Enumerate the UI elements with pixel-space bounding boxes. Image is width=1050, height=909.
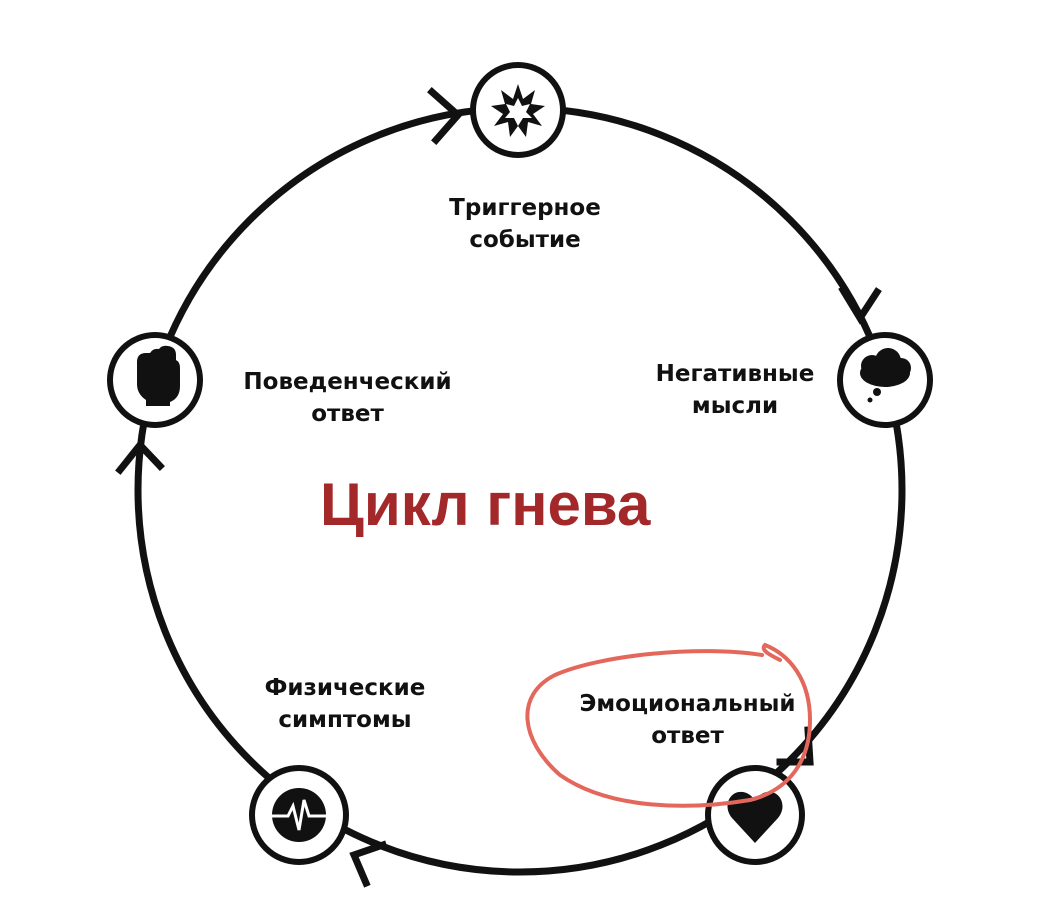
heartbeat-icon [272,788,326,842]
label-line: Триггерное [449,195,601,221]
label-line: событие [469,227,581,253]
label-emotion: Эмоциональный ответ [555,688,820,752]
heart-icon [727,791,783,843]
label-trigger: Триггерное событие [440,192,610,256]
arrow-head-to-behavior [115,439,165,475]
arrow-head-to-physical [349,840,388,888]
label-line: Негативные [655,361,815,387]
label-thoughts: Негативные мысли [640,358,830,422]
label-line: Поведенческий [243,369,452,395]
thought-cloud-icon [860,348,911,403]
label-line: Физические [264,675,426,701]
label-line: ответ [651,723,724,749]
arrow-head-to-thoughts [838,285,882,325]
label-line: Эмоциональный [579,691,796,717]
explosion-icon [491,84,545,137]
label-behavior: Поведенческий ответ [225,366,470,430]
diagram-title: Цикл гнева [320,471,651,538]
label-line: ответ [311,401,384,427]
arrow-head-to-trigger [427,87,463,145]
fist-icon [137,345,180,406]
label-physical: Физические симптомы [240,672,450,736]
label-line: мысли [691,393,779,419]
highlight-circle [525,642,813,808]
label-line: симптомы [278,707,412,733]
